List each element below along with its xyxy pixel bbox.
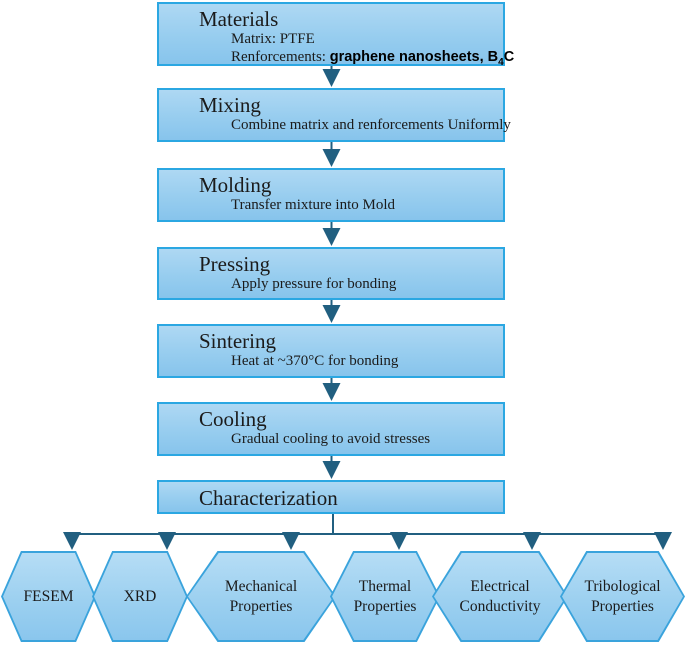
- step-title: Sintering: [199, 329, 276, 353]
- hex-label: Thermal Properties: [353, 578, 417, 615]
- step-box-pressing: Pressing Apply pressure for bonding: [157, 247, 505, 300]
- hex-label: Electrical Conductivity: [459, 578, 541, 615]
- hex-face: XRD: [94, 553, 186, 640]
- step-subtitle: Heat at ~370°C for bonding: [231, 353, 399, 370]
- step-box-materials: Materials Matrix: PTFE Renforcements: gr…: [157, 2, 514, 69]
- matrix-text: Matrix: PTFE: [231, 31, 315, 48]
- hex-label: Tribological Properties: [584, 578, 661, 615]
- step-title: Materials: [199, 7, 279, 31]
- hex-mechanical-properties: Mechanical Properties: [186, 551, 336, 642]
- step-subtitle: Gradual cooling to avoid stresses: [231, 431, 431, 448]
- step-subtitle-reinforcements: Renforcements: graphene nanosheets, B4C: [159, 48, 514, 69]
- hex-face: Electrical Conductivity: [434, 553, 566, 640]
- step-subtitle: Combine matrix and renforcements Uniform…: [231, 117, 511, 134]
- step-title: Mixing: [199, 93, 261, 117]
- hex-electrical-conductivity: Electrical Conductivity: [432, 551, 568, 642]
- step-title: Characterization: [199, 486, 338, 510]
- hex-label: FESEM: [23, 587, 74, 605]
- step-title: Pressing: [199, 252, 271, 276]
- hex-face: Tribological Properties: [562, 553, 683, 640]
- hex-fesem: FESEM: [1, 551, 96, 642]
- hex-label: XRD: [123, 587, 157, 605]
- step-title: Cooling: [199, 407, 267, 431]
- reinforcements-label: Renforcements:: [231, 48, 330, 65]
- hex-tribological-properties: Tribological Properties: [560, 551, 685, 642]
- hex-label: Mechanical Properties: [224, 578, 298, 615]
- hex-face: Mechanical Properties: [188, 553, 334, 640]
- step-subtitle-matrix: Matrix: PTFE: [159, 31, 503, 49]
- step-box-molding: Molding Transfer mixture into Mold: [157, 168, 505, 222]
- step-box-mixing: Mixing Combine matrix and renforcements …: [157, 88, 511, 142]
- step-box-characterization: Characterization: [157, 480, 505, 514]
- characterization-outputs-row: FESEM XRD Mechanical Properties Thermal …: [0, 551, 685, 642]
- b4c-subscript: 4: [498, 56, 504, 68]
- hex-face: FESEM: [3, 553, 94, 640]
- hex-thermal-properties: Thermal Properties: [330, 551, 440, 642]
- hex-face: Thermal Properties: [332, 553, 438, 640]
- step-box-sintering: Sintering Heat at ~370°C for bonding: [157, 324, 505, 378]
- step-subtitle: Apply pressure for bonding: [231, 276, 397, 293]
- reinforcements-value: graphene nanosheets, B: [329, 48, 499, 65]
- hex-xrd: XRD: [92, 551, 188, 642]
- step-box-cooling: Cooling Gradual cooling to avoid stresse…: [157, 402, 505, 456]
- step-title: Molding: [199, 173, 272, 197]
- step-subtitle: Transfer mixture into Mold: [231, 197, 396, 214]
- reinforcements-value-end: C: [503, 48, 515, 65]
